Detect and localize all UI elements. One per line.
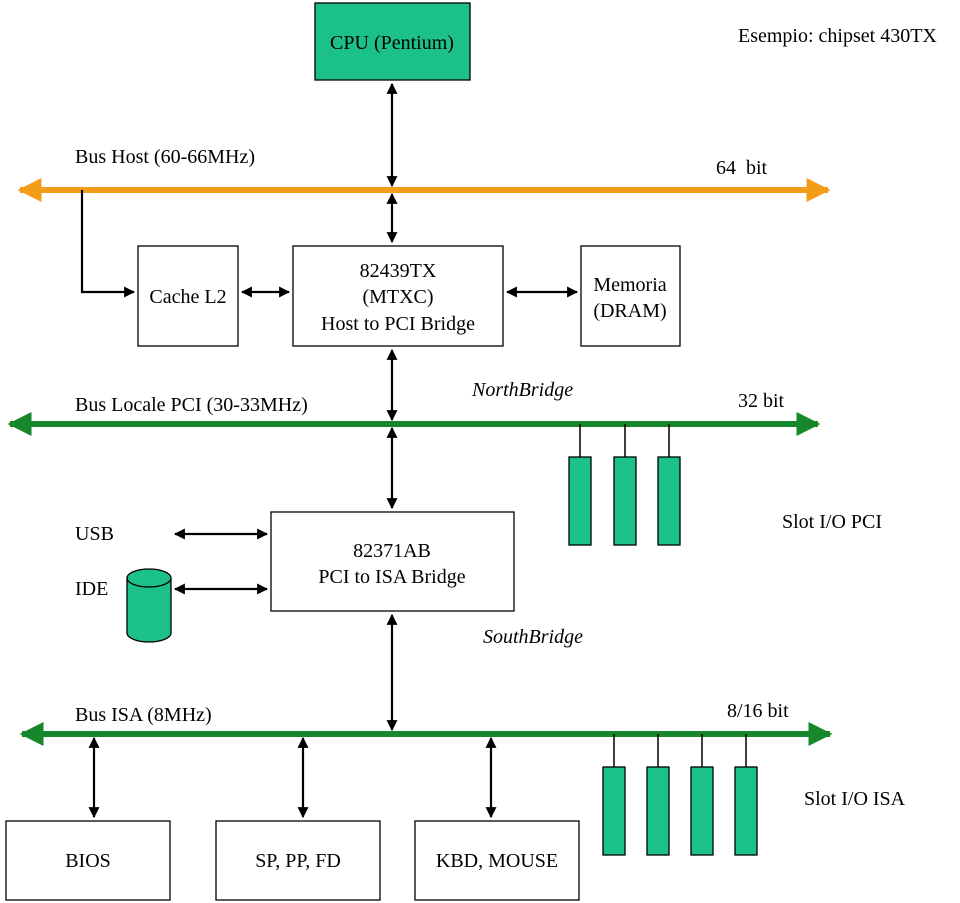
southbridge-annotation: SouthBridge <box>483 626 583 648</box>
host-cache-edge <box>80 190 136 298</box>
isa-slot <box>690 766 714 856</box>
cpu-box <box>314 2 471 81</box>
kbd-mouse-box <box>414 820 580 901</box>
disk-cylinder-icon <box>126 568 172 643</box>
northbridge-annotation: NorthBridge <box>471 379 573 401</box>
cpu-label: CPU (Pentium) <box>330 32 454 54</box>
sp-pp-fd-label: SP, PP, FD <box>255 850 341 872</box>
memory-box <box>580 245 681 347</box>
northbridge-box <box>292 245 504 347</box>
memory-line2: (DRAM) <box>593 300 666 322</box>
sp-pp-fd-box <box>215 820 381 901</box>
southbridge-line1: 82371AB <box>353 540 431 562</box>
pci-bus-width: 32 bit <box>738 390 785 412</box>
isa-slot <box>602 766 626 856</box>
pci-slot <box>657 456 681 546</box>
cache-box <box>137 245 239 347</box>
isa-bus-label: Bus ISA (8MHz) <box>75 704 212 726</box>
example-label: Esempio: chipset 430TX <box>738 25 937 47</box>
isa-slot <box>646 766 670 856</box>
memory-line1: Memoria <box>593 274 666 296</box>
isa-bus-width: 8/16 bit <box>727 700 789 722</box>
isa-slots <box>602 734 758 856</box>
northbridge-line2: (MTXC) <box>362 286 433 308</box>
northbridge-line3: Host to PCI Bridge <box>321 313 475 335</box>
host-bus-width: 64 bit <box>716 157 768 179</box>
pci-slot <box>613 456 637 546</box>
usb-label: USB <box>75 523 114 545</box>
ide-label: IDE <box>75 578 108 600</box>
pci-bus-label: Bus Locale PCI (30-33MHz) <box>75 394 308 416</box>
bios-box <box>5 820 171 901</box>
southbridge-box <box>270 511 515 612</box>
pci-slots <box>568 424 681 546</box>
pci-slot <box>568 456 592 546</box>
isa-slots-label: Slot I/O ISA <box>804 788 906 810</box>
host-bus-label: Bus Host (60-66MHz) <box>75 146 255 168</box>
bios-label: BIOS <box>65 850 111 872</box>
northbridge-line1: 82439TX <box>360 260 437 282</box>
isa-slot <box>734 766 758 856</box>
kbd-mouse-label: KBD, MOUSE <box>436 850 558 872</box>
cache-label: Cache L2 <box>149 286 226 308</box>
pci-slots-label: Slot I/O PCI <box>782 511 882 533</box>
southbridge-line2: PCI to ISA Bridge <box>318 566 465 588</box>
